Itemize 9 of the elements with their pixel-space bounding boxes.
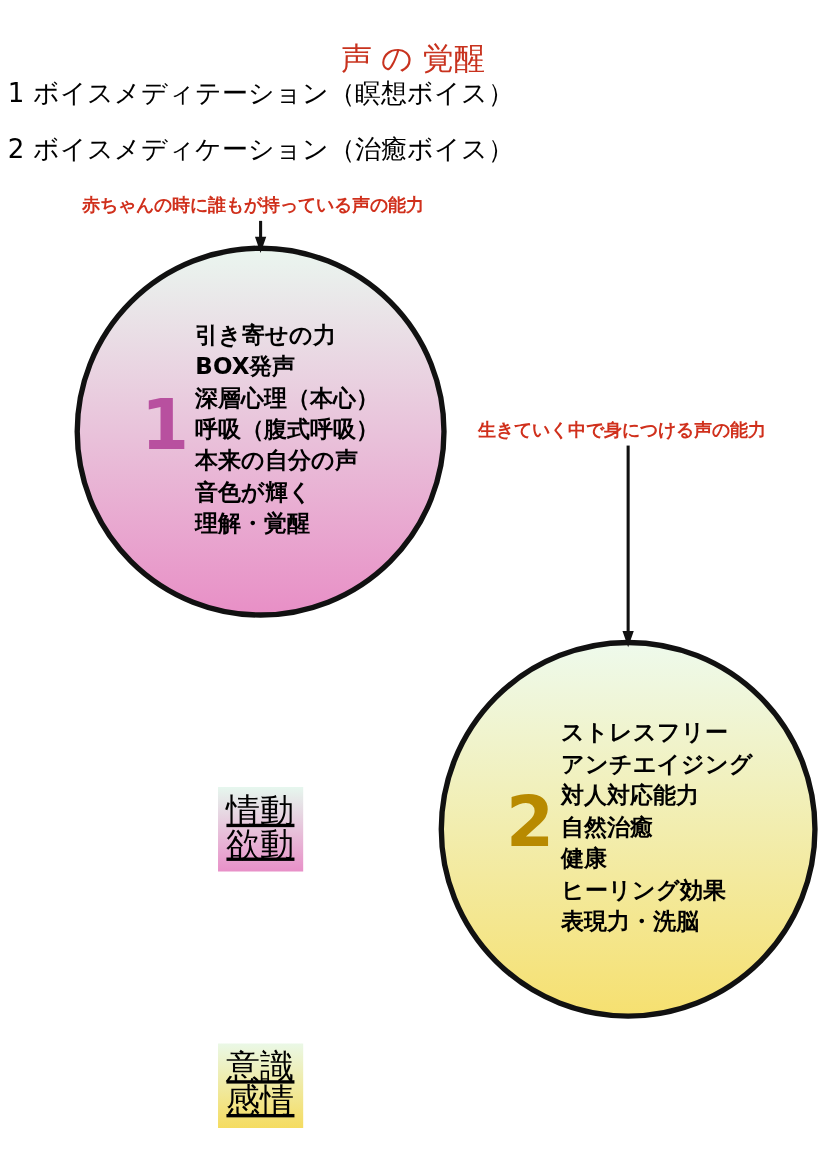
diagram-title: 声 の 覚醒	[340, 40, 486, 76]
arrow	[254, 220, 267, 253]
node-box: 意識 感情	[218, 1043, 304, 1128]
label: 2 ボイスメディケーション（治癒ボイス）	[7, 133, 514, 164]
node-box: 情動 欲動	[218, 787, 304, 872]
arrow	[622, 445, 634, 648]
node-text: 生きていく中で身につける声の能力	[477, 418, 766, 440]
label: 1 ボイスメディテーション（瞑想ボイス）	[7, 77, 514, 108]
node-text: 赤ちゃんの時に誰もが持っている声の能力	[81, 193, 424, 215]
